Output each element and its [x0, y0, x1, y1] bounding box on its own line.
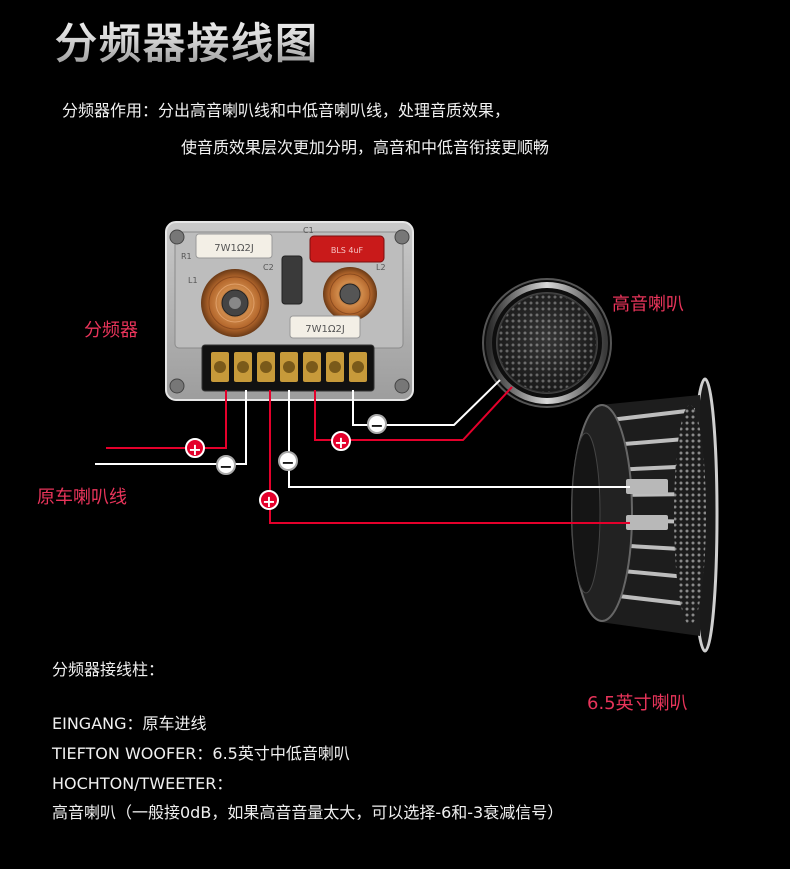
- c1-label: C1: [303, 226, 314, 235]
- terminal-info-line-3: HOCHTON/TWEETER：: [52, 774, 233, 793]
- tweeter: [482, 278, 612, 408]
- minus-badge-tweeter: −: [367, 414, 387, 435]
- plus-badge-input: +: [185, 438, 205, 459]
- woofer-terminal-negative: [626, 479, 668, 494]
- plus-badge-woofer: +: [259, 490, 279, 511]
- resistor-top: [195, 233, 273, 259]
- red-capacitor: [309, 235, 385, 263]
- r1-label: R1: [181, 252, 192, 261]
- minus-badge-input: −: [216, 455, 236, 476]
- l2-label: L2: [376, 263, 386, 272]
- c2-label: C2: [263, 263, 274, 272]
- page-title: 分频器接线图: [55, 10, 319, 71]
- woofer-label: 6.5英寸喇叭: [587, 693, 688, 714]
- resistor-bottom-label: 7W1Ω2J: [305, 324, 345, 335]
- wires: [95, 379, 630, 524]
- terminal-info-line-2: TIEFTON WOOFER：6.5英寸中低音喇叭: [52, 744, 350, 763]
- description-line-2: 使音质效果层次更加分明，高音和中低音衔接更顺畅: [181, 138, 550, 157]
- terminal-screws: [211, 352, 367, 382]
- crossover-label: 分频器: [84, 320, 138, 341]
- mount-hole: [169, 229, 185, 245]
- terminal-info-heading: 分频器接线柱：: [52, 660, 165, 679]
- tweeter-label: 高音喇叭: [612, 294, 684, 315]
- plus-badge-tweeter: +: [331, 431, 351, 452]
- red-capacitor-label: BLS 4uF: [331, 246, 364, 255]
- small-capacitor: [281, 255, 303, 305]
- terminal-info-line-4: 高音喇叭（一般接0dB，如果高音音量太大，可以选择-6和-3衰减信号）: [52, 803, 564, 822]
- description-line-1: 分频器作用：分出高音喇叭线和中低音喇叭线，处理音质效果，: [62, 101, 511, 120]
- minus-badge-woofer: −: [278, 451, 298, 472]
- crossover-board: 7W1Ω2J BLS 4uF 7W1Ω2J R1 L1 C1 C2 L2: [165, 221, 414, 401]
- terminal-info-line-1: EINGANG：原车进线: [52, 714, 207, 733]
- woofer-terminal-positive: [626, 515, 668, 530]
- mount-hole: [169, 378, 185, 394]
- l1-label: L1: [188, 276, 198, 285]
- resistor-bottom: [289, 315, 361, 339]
- mount-hole: [394, 378, 410, 394]
- mount-hole: [394, 229, 410, 245]
- car-wire-label: 原车喇叭线: [37, 487, 127, 508]
- woofer: [571, 377, 719, 653]
- resistor-top-label: 7W1Ω2J: [214, 243, 254, 254]
